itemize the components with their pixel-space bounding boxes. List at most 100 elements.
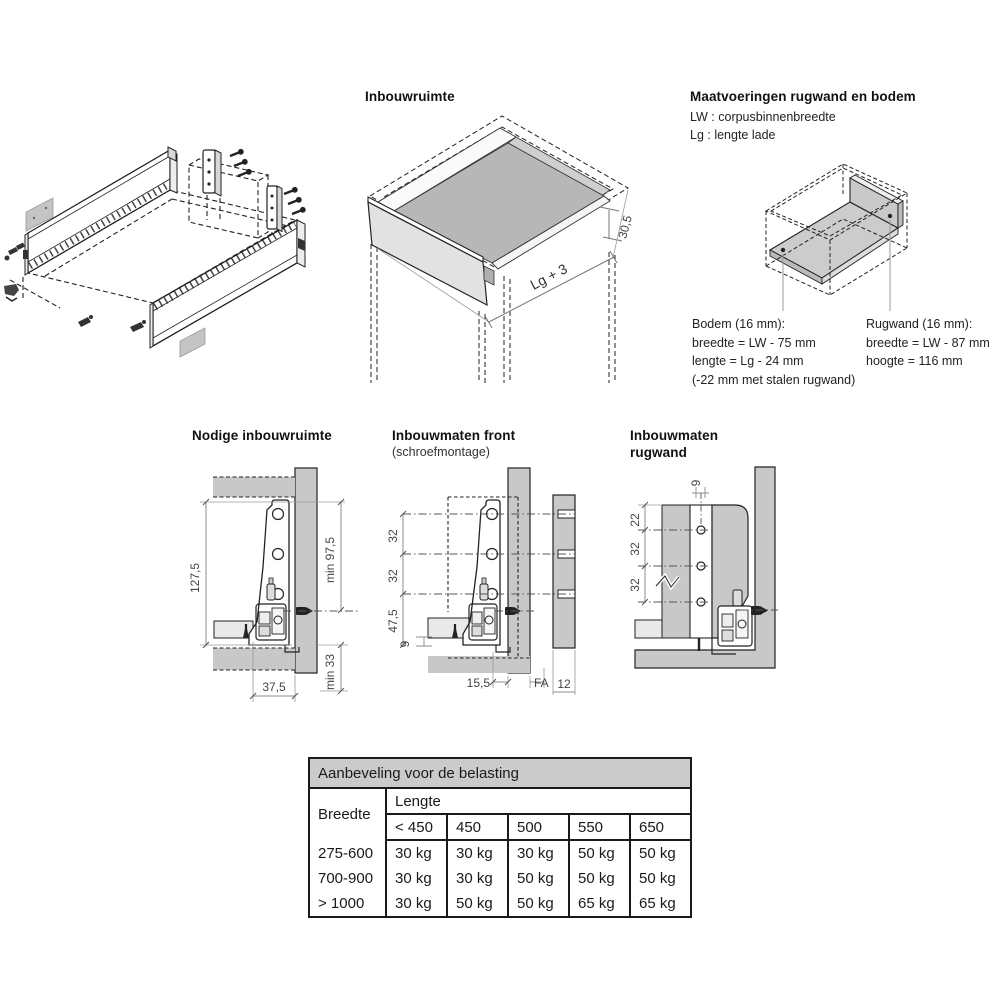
maatvoeringen-diagram (764, 163, 909, 311)
col-header-lengte: Lengte (386, 788, 691, 815)
svg-text:FA: FA (534, 676, 549, 690)
rugwand-title-line2: rugwand (630, 445, 687, 460)
load-cell: 65 kg (568, 891, 630, 917)
dimension-30-5: 30,5 (599, 206, 635, 242)
load-cell: 50 kg (446, 891, 508, 917)
rugwand-bracket-left (202, 149, 222, 197)
cabinet-corner-panels (634, 466, 776, 669)
bodem-spec-line: breedte = LW - 75 mm (692, 335, 816, 350)
row-label: 700-900 (309, 866, 387, 891)
load-cell: 30 kg (446, 866, 508, 891)
inbouwruimte-title: Inbouwruimte (365, 89, 455, 104)
nodige-title: Nodige inbouwruimte (192, 428, 332, 443)
cabinet-top-rail (213, 477, 295, 497)
legend-lg: Lg : lengte lade (690, 128, 776, 142)
load-cell: 50 kg (629, 866, 691, 891)
dimensions: 32 32 47,5 9 15,5 FA 12 (386, 510, 576, 695)
bodem-spec-title: Bodem (16 mm): (692, 317, 786, 331)
svg-text:127,5: 127,5 (188, 563, 202, 593)
length-header: 450 (446, 814, 508, 841)
latch (298, 238, 305, 251)
table-title: Aanbeveling voor de belasting (309, 758, 691, 789)
load-cell: 30 kg (507, 840, 569, 866)
table-subheader-row: < 450 450 500 550 650 (309, 814, 691, 841)
load-cell: 65 kg (629, 891, 691, 917)
table-title-row: Aanbeveling voor de belasting (309, 758, 691, 789)
drawer-cross-section (213, 499, 300, 653)
load-recommendation-table: Aanbeveling voor de belasting Breedte Le… (308, 757, 692, 918)
svg-text:32: 32 (386, 569, 400, 583)
load-cell: 50 kg (568, 866, 630, 891)
length-header: 650 (629, 814, 691, 841)
svg-text:9: 9 (398, 640, 412, 647)
hole-centerlines (403, 513, 575, 595)
bodem-marker-dot (780, 247, 786, 253)
bodem-spec: Bodem (16 mm): breedte = LW - 75 mm leng… (692, 315, 870, 389)
cabinet-front-panel (294, 467, 318, 674)
svg-text:15,5: 15,5 (467, 676, 491, 690)
row-label: 275-600 (309, 840, 387, 866)
table-row: > 1000 30 kg 50 kg 50 kg 65 kg 65 kg (309, 891, 691, 917)
drawer-cross-section (427, 499, 511, 653)
load-cell: 30 kg (446, 840, 508, 866)
panel-screw-icon (751, 606, 768, 615)
load-cell: 50 kg (507, 891, 569, 917)
cabinet-bottom-rail (213, 648, 295, 670)
load-cell: 50 kg (629, 840, 691, 866)
mounting-plate (25, 197, 54, 232)
rugwand-spec-line: breedte = LW - 87 mm (866, 335, 990, 350)
rail-hatching (153, 220, 297, 311)
load-cell: 30 kg (385, 866, 447, 891)
drawer-side-panel-right (149, 218, 306, 349)
rugwand-title-line1: Inbouwmaten (630, 428, 719, 443)
table-row: 275-600 30 kg 30 kg 30 kg 50 kg 50 kg (309, 840, 691, 866)
rugwand-spec-line: hoogte = 116 mm (866, 354, 963, 368)
dimensions: 22 32 32 9 (628, 479, 712, 606)
rear-fixing-bracket (711, 589, 753, 655)
leader-lines (782, 220, 891, 311)
svg-text:9: 9 (689, 479, 703, 486)
rugwand-spec: Rugwand (16 mm): breedte = LW - 87 mm ho… (866, 315, 1000, 371)
table-row: 700-900 30 kg 30 kg 50 kg 50 kg 50 kg (309, 866, 691, 891)
svg-text:47,5: 47,5 (386, 609, 400, 633)
rugwand-spec-title: Rugwand (16 mm): (866, 317, 973, 331)
nodige-diagram: 127,5 min 97,5 min 33 37,5 (188, 467, 358, 702)
front-fixing-bracket (468, 603, 498, 641)
svg-text:12: 12 (557, 677, 571, 691)
cabinet-bottom-rail (428, 656, 530, 673)
slab-screw-icon (452, 624, 458, 638)
table-header-row: Breedte Lengte (309, 788, 691, 840)
svg-text:32: 32 (628, 542, 642, 556)
front-fixing-bracket (255, 603, 287, 641)
rugwand-marker-dot (887, 213, 893, 219)
svg-text:min 33: min 33 (323, 654, 337, 690)
svg-text:Lg + 3: Lg + 3 (528, 260, 570, 292)
length-header: < 450 (386, 814, 447, 841)
col-header-breedte: Breedte (309, 788, 387, 840)
rail-hatching (28, 181, 170, 270)
front-panel-dashes (447, 496, 530, 659)
bodem-spec-line: (-22 mm met stalen rugwand) (692, 372, 856, 387)
svg-text:32: 32 (628, 578, 642, 592)
cabinet-dashes (764, 163, 909, 296)
cabinet-front-panel (507, 467, 531, 674)
inbouwruimte-diagram: 30,5 Lg + 3 (367, 115, 635, 383)
maatvoeringen-title: Maatvoeringen rugwand en bodem (690, 89, 916, 104)
front-coupling-hardware (4, 242, 146, 332)
legend-lw: LW : corpusbinnenbreedte (690, 110, 836, 124)
rugwand-bracket-right (266, 185, 283, 233)
load-cell: 30 kg (385, 891, 447, 917)
load-cell: 30 kg (385, 840, 447, 866)
svg-text:37,5: 37,5 (262, 680, 286, 694)
length-header: 500 (507, 814, 569, 841)
latch (483, 265, 495, 286)
svg-text:30,5: 30,5 (615, 214, 635, 240)
drawer-side-panel-left (23, 146, 178, 276)
drawer-front-face (367, 200, 488, 307)
bodem-spec-line: lengte = Lg - 24 mm (692, 354, 804, 368)
svg-text:32: 32 (386, 529, 400, 543)
dimensions: 127,5 min 97,5 min 33 37,5 (188, 498, 348, 702)
slab-screw-icon (243, 624, 249, 638)
break-symbol (655, 575, 680, 588)
